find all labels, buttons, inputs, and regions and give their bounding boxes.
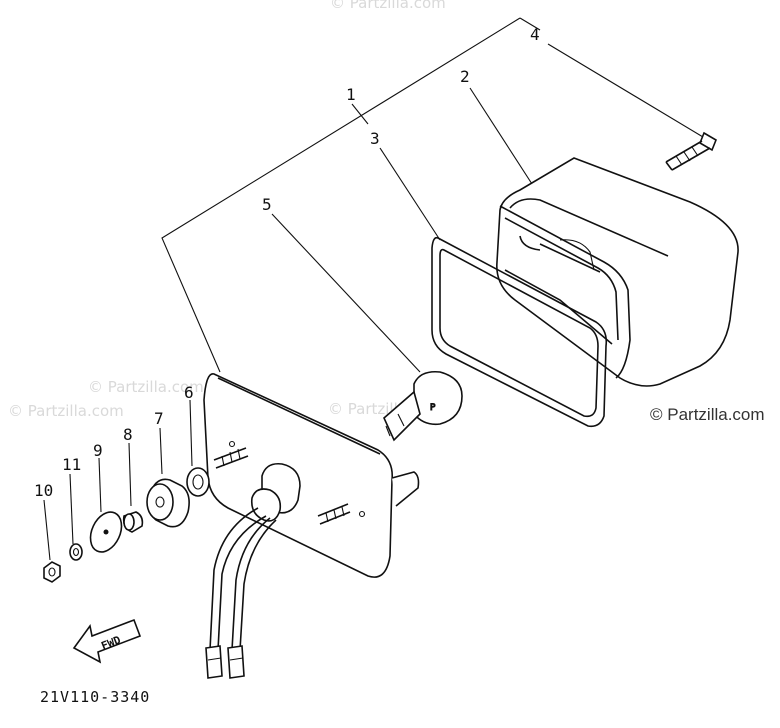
lock-washer-part-11	[69, 543, 83, 561]
leader-lines	[43, 17, 709, 561]
lens-part-2	[496, 157, 739, 387]
gasket-part-3	[431, 236, 608, 428]
watermark-left: © Partzilla.com	[8, 402, 124, 420]
watermark-left-upper: © Partzilla.com	[88, 378, 204, 396]
watermark-main: © Partzilla.com	[650, 405, 765, 424]
part-label-3: 3	[370, 129, 380, 148]
part-label-4: 4	[530, 25, 540, 44]
bulb-part-5: P	[383, 370, 463, 442]
part-label-9: 9	[93, 441, 103, 460]
washer-part-6	[186, 467, 210, 497]
part-label-11: 11	[62, 455, 81, 474]
svg-text:P: P	[430, 403, 436, 413]
plate-washer-part-9	[89, 511, 123, 553]
grommet-part-7	[146, 478, 190, 528]
fwd-arrow-icon: FWD	[72, 618, 142, 664]
drawing-code: 21V110-3340	[40, 688, 150, 706]
part-label-2: 2	[460, 67, 470, 86]
part-label-8: 8	[123, 425, 133, 444]
part-label-5: 5	[262, 195, 272, 214]
watermark-top: © Partzilla.com	[330, 0, 446, 12]
base-plate-part-1	[203, 373, 420, 679]
screw-part-4	[665, 131, 717, 171]
part-label-6: 6	[184, 383, 194, 402]
part-label-7: 7	[154, 409, 164, 428]
nut-part-10	[43, 561, 61, 583]
part-label-10: 10	[34, 481, 53, 500]
part-label-1: 1	[346, 85, 356, 104]
collar-part-8	[122, 511, 144, 533]
